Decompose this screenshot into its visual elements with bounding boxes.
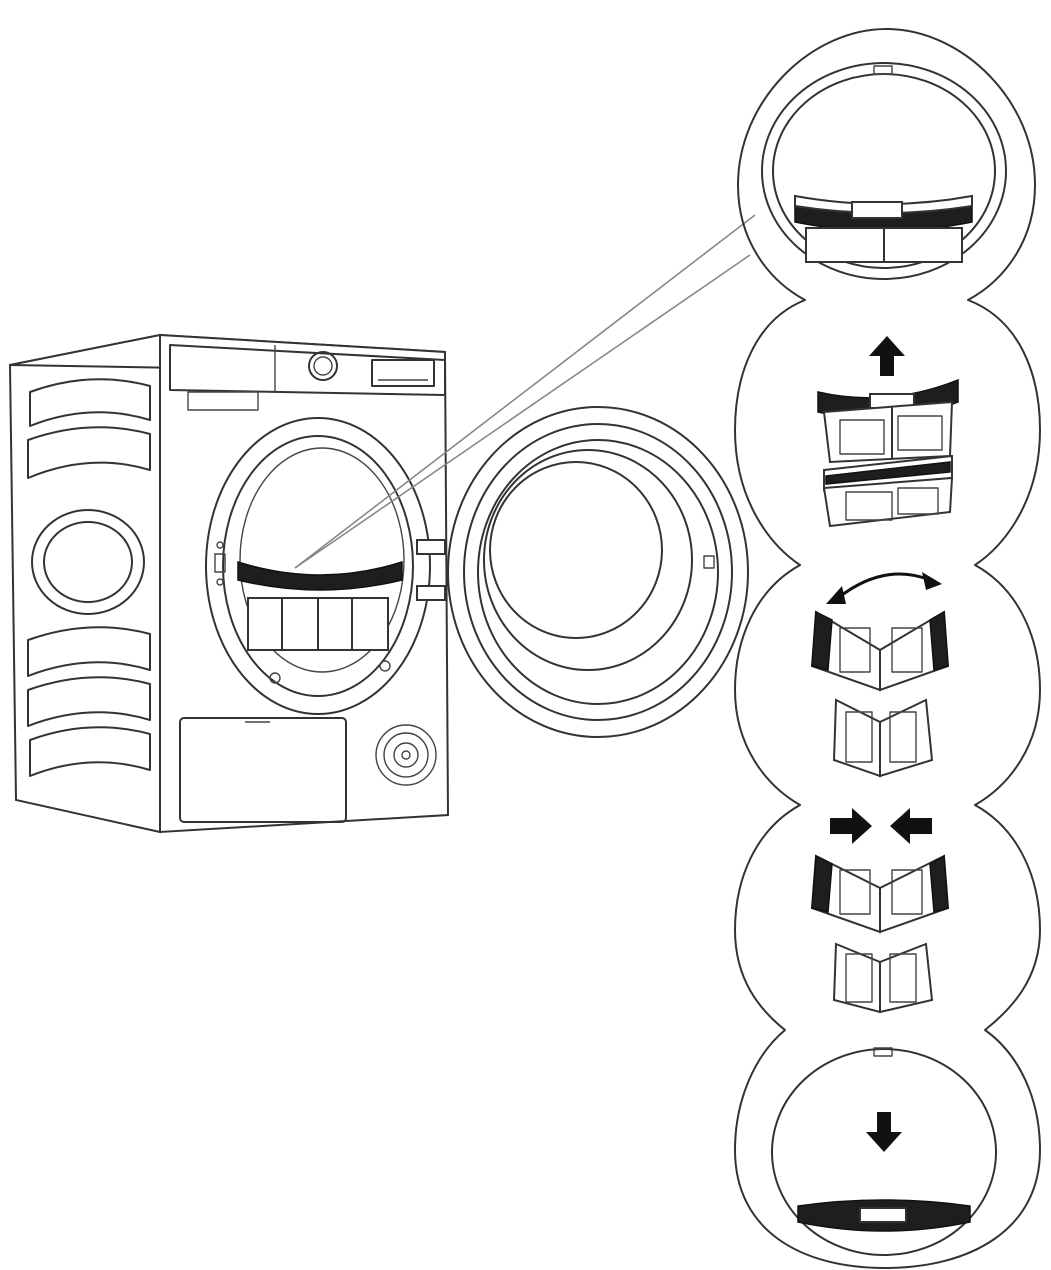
step-2-lift-filter [817, 336, 959, 528]
zoom-leader-line-1 [294, 214, 756, 569]
dryer-control-panel [169, 344, 446, 411]
steps-chain-outline [734, 27, 1041, 1269]
step-4-fold-filter [810, 808, 950, 1014]
door-hinge-bottom [416, 585, 446, 601]
dryer-knob [308, 351, 338, 381]
dryer-bottom-panel [179, 717, 437, 823]
step-5-reinsert-filter [771, 1047, 997, 1256]
step-1-zoom-filter-seated [761, 62, 1007, 280]
zoom-leader-line-2 [294, 254, 751, 569]
door-hinge-top [416, 539, 446, 555]
arrow-up-icon [869, 336, 905, 376]
curved-double-arrow-icon [826, 572, 942, 604]
dryer-open-door [447, 406, 749, 738]
arrows-inward-icon [830, 808, 932, 844]
step-3-unfold-filter [810, 572, 950, 778]
arrow-down-icon [866, 1112, 902, 1152]
dryer-side-panel [8, 333, 161, 834]
dryer-side-vents [27, 378, 151, 777]
dryer-lint-filter [237, 560, 403, 651]
dryer-illustration [8, 214, 756, 834]
instruction-steps [734, 27, 1041, 1269]
